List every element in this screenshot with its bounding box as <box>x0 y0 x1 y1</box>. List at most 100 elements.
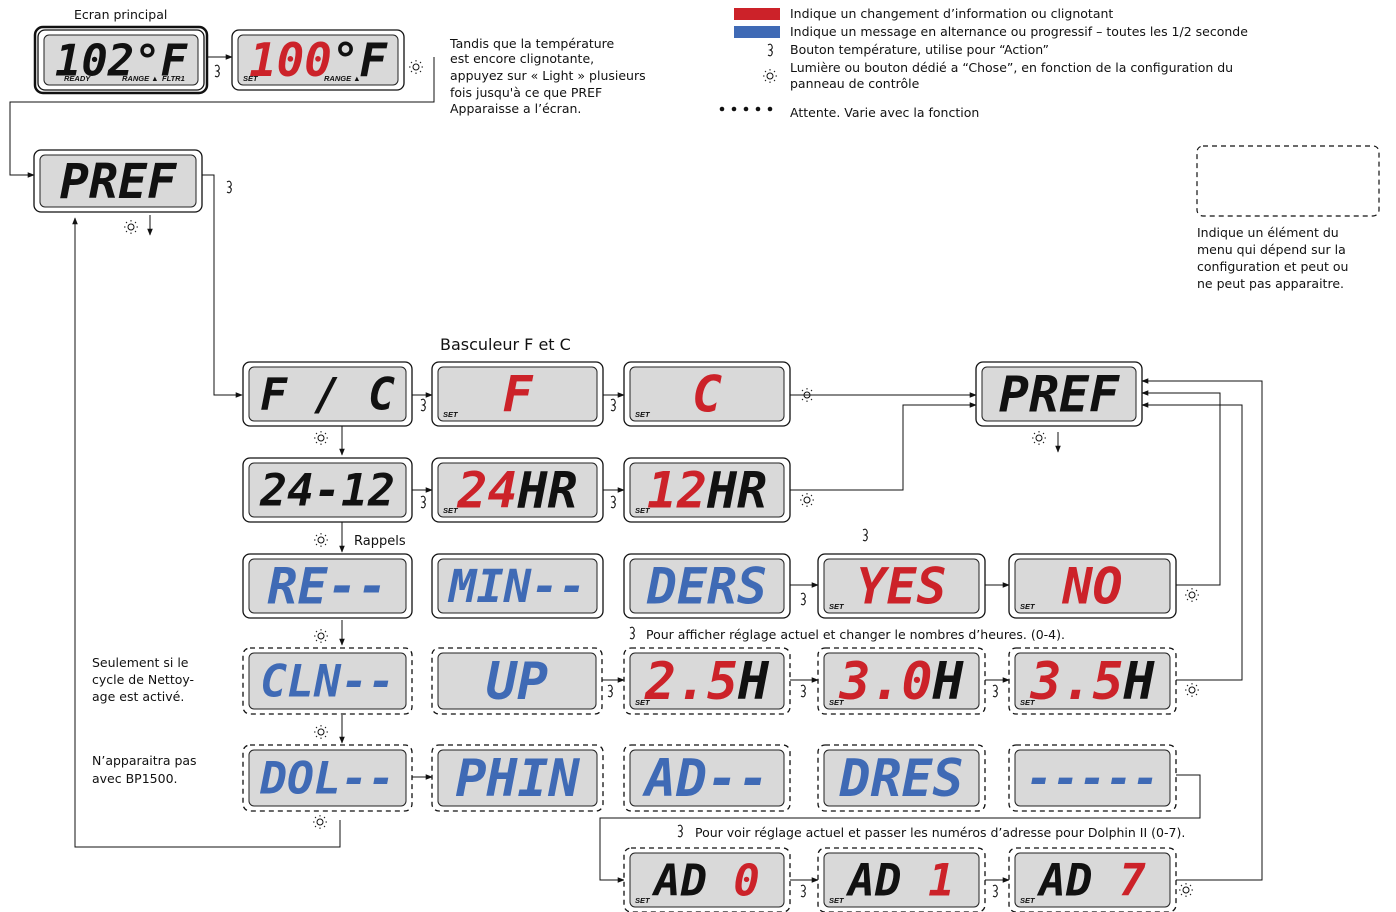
set-indicator: SET <box>1020 602 1036 611</box>
lcd-text: ----- <box>1026 753 1159 804</box>
legend-red-swatch <box>734 8 780 20</box>
lcd-display-yes: YES SET <box>817 553 986 619</box>
legend-light-text-1: Lumière ou bouton dédié a “Chose”, en fo… <box>790 60 1233 75</box>
lcd-display-dres: DRES <box>817 744 986 812</box>
address-hint: Pour voir réglage actuel et passer les n… <box>695 825 1185 840</box>
temp-button-icon <box>767 43 773 57</box>
lcd-text: F <box>502 365 533 423</box>
instruction-line-5: Apparaisse a l’écran. <box>450 101 581 116</box>
lcd-text: NO <box>1061 557 1122 615</box>
lcd-text: 3.5H <box>1029 652 1155 712</box>
dashed-note-line-3: configuration et peut ou <box>1197 259 1348 274</box>
set-indicator: SET <box>635 896 651 905</box>
lcd-display-re: RE-- <box>242 553 413 619</box>
toggle-label: Basculeur F et C <box>440 335 571 354</box>
lcd-text: YES <box>856 557 946 615</box>
lcd-text: PREF <box>60 154 177 210</box>
legend-wait-text: Attente. Varie avec la fonction <box>790 105 979 120</box>
clean-note-line-3: age est activé. <box>92 689 184 704</box>
lcd-text: UP <box>486 652 548 712</box>
range-indicator: RANGE ▲ <box>122 74 159 83</box>
dashed-note-line-4: ne peut pas apparaitre. <box>1197 276 1344 291</box>
instruction-line-4: fois jusqu'à ce que PREF <box>450 85 602 100</box>
lcd-text: 24HR <box>456 461 577 519</box>
dashed-note-line-1: Indique un élément du <box>1197 225 1339 240</box>
lcd-text: CLN-- <box>260 655 395 708</box>
set-indicator: SET <box>635 698 651 707</box>
lcd-text: AD 1 <box>845 855 954 906</box>
legend-blue-swatch <box>734 26 780 38</box>
lcd-display-c: C SET <box>623 361 791 427</box>
legend-red-text: Indique un changement d’information ou c… <box>790 6 1113 21</box>
set-indicator: SET <box>1020 698 1036 707</box>
main-screen-label: Ecran principal <box>74 7 167 22</box>
set-indicator: SET <box>443 506 459 515</box>
lcd-display-dol: DOL-- <box>242 744 413 812</box>
lcd-display-f: F SET <box>431 361 604 427</box>
dashed-note-line-2: menu qui dépend sur la <box>1197 242 1346 257</box>
instruction-line-2: est encore clignotante, <box>450 51 594 66</box>
lcd-text: 3.0H <box>838 652 964 712</box>
set-indicator: SET <box>243 74 259 83</box>
clean-note-line-2: cycle de Nettoy- <box>92 672 194 687</box>
lcd-text: DOL-- <box>259 752 395 805</box>
connectors <box>9 54 1263 883</box>
lcd-display-2412: 24-12 <box>242 457 413 523</box>
lcd-display-ders: DERS <box>623 553 791 619</box>
ready-indicator: READY <box>64 74 91 83</box>
lcd-display-pref-right: PREF <box>975 361 1143 427</box>
lcd-text: C <box>692 365 722 423</box>
reminders-label: Rappels <box>354 534 406 549</box>
set-indicator: SET <box>635 506 651 515</box>
lcd-text: DRES <box>838 749 963 809</box>
light-button-icon <box>762 68 778 84</box>
lcd-display-min: MIN-- <box>431 553 604 619</box>
lcd-display-pref-top: PREF <box>33 149 203 213</box>
lcd-display-dashes: ----- <box>1008 744 1177 812</box>
legend-blue-text: Indique un message en alternance ou prog… <box>790 24 1248 39</box>
lcd-display-ad: AD-- <box>623 744 791 812</box>
set-indicator: SET <box>829 602 845 611</box>
lcd-display-phin: PHIN <box>431 744 604 812</box>
lcd-display-cln: CLN-- <box>242 647 413 715</box>
lcd-text: AD 0 <box>651 855 760 906</box>
set-indicator: SET <box>829 698 845 707</box>
clean-hint: Pour afficher réglage actuel et changer … <box>646 627 1065 642</box>
filter-indicator: FLTR1 <box>162 74 185 83</box>
lcd-display-fc: F / C <box>242 361 413 427</box>
set-indicator: SET <box>829 896 845 905</box>
wait-dots-icon <box>719 106 773 112</box>
set-indicator: SET <box>1020 896 1036 905</box>
lcd-display-no: NO SET <box>1008 553 1177 619</box>
dolphin-note-line-2: avec BP1500. <box>92 771 178 786</box>
legend-light-text-2: panneau de contrôle <box>790 76 920 91</box>
lcd-text: PREF <box>999 365 1120 423</box>
lcd-text: F / C <box>260 368 395 421</box>
lcd-text: MIN-- <box>447 560 586 613</box>
clean-note-line-1: Seulement si le <box>92 655 189 670</box>
lcd-text: 2.5H <box>644 652 770 712</box>
legend-dashed-box <box>1196 145 1380 217</box>
lcd-text: AD-- <box>642 749 769 809</box>
lcd-text: 100°F <box>249 33 388 87</box>
set-indicator: SET <box>635 410 651 419</box>
lcd-text: AD 7 <box>1036 855 1146 906</box>
lcd-display-up: UP <box>431 647 603 715</box>
legend-temp-text: Bouton température, utilise pour “Action… <box>790 42 1049 57</box>
lcd-text: DERS <box>646 557 767 615</box>
range-indicator: RANGE ▲ <box>324 74 361 83</box>
lcd-text: PHIN <box>455 749 580 809</box>
set-indicator: SET <box>443 410 459 419</box>
